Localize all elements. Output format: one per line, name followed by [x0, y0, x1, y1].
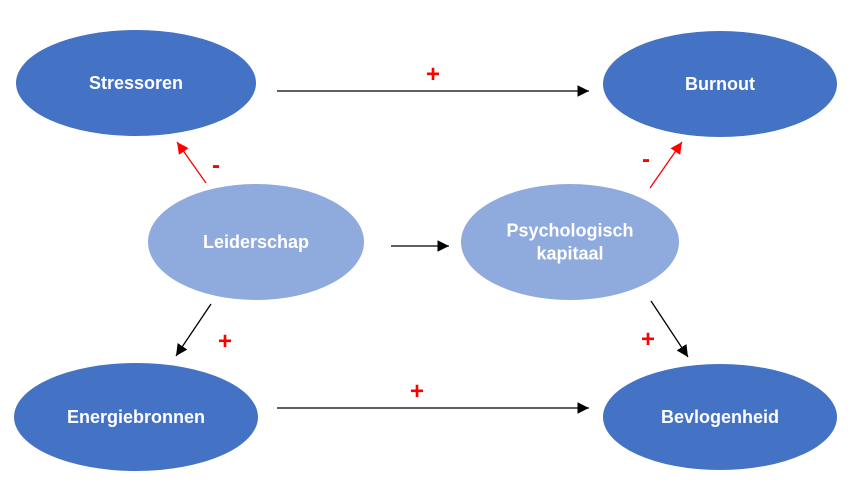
relation-signs: + - - + + +	[212, 61, 655, 405]
node-label-line: Energiebronnen	[67, 407, 205, 427]
node-burnout-shape	[603, 31, 837, 137]
node-bevlogenheid-label: Bevlogenheid	[661, 407, 779, 427]
node-stressoren-label: Stressoren	[89, 73, 183, 93]
node-energiebronnen-shape	[14, 363, 258, 471]
node-label-line: kapitaal	[536, 244, 603, 264]
arrow-leiderschap-stressoren	[176, 141, 207, 184]
node-label-line: Burnout	[685, 74, 755, 94]
node-psychologisch-kapitaal: Psychologisch kapitaal	[461, 184, 679, 300]
sign-energiebronnen-bevlogenheid: +	[410, 378, 424, 405]
node-label-line: Psychologisch	[506, 221, 633, 241]
node-label-line: Leiderschap	[203, 232, 309, 252]
node-bevlogenheid: Bevlogenheid	[603, 364, 837, 470]
arrow-psychologisch-kapitaal-burnout	[649, 141, 683, 189]
node-psychologisch-kapitaal-shape	[461, 184, 679, 300]
node-burnout: Burnout	[603, 31, 837, 137]
arrow-psychologisch-kapitaal-bevlogenheid	[650, 300, 689, 358]
sign-stressoren-burnout: +	[426, 61, 440, 88]
node-bevlogenheid-shape	[603, 364, 837, 470]
arrow-leiderschap-energiebronnen	[175, 303, 212, 357]
node-leiderschap: Leiderschap	[148, 184, 364, 300]
relations	[175, 85, 689, 414]
sign-psychologisch-kapitaal-burnout: -	[642, 146, 650, 173]
sign-leiderschap-stressoren: -	[212, 152, 220, 179]
node-burnout-label: Burnout	[685, 74, 755, 94]
node-leiderschap-shape	[148, 184, 364, 300]
sign-leiderschap-energiebronnen: +	[218, 328, 232, 355]
node-label-line: Bevlogenheid	[661, 407, 779, 427]
node-stressoren: Stressoren	[16, 30, 256, 136]
node-energiebronnen-label: Energiebronnen	[67, 407, 205, 427]
sign-psychologisch-kapitaal-bevlogenheid: +	[641, 326, 655, 353]
node-stressoren-shape	[16, 30, 256, 136]
node-psychologisch-kapitaal-label: Psychologisch kapitaal	[506, 221, 633, 264]
node-leiderschap-label: Leiderschap	[203, 232, 309, 252]
node-label-line: Stressoren	[89, 73, 183, 93]
node-energiebronnen: Energiebronnen	[14, 363, 258, 471]
